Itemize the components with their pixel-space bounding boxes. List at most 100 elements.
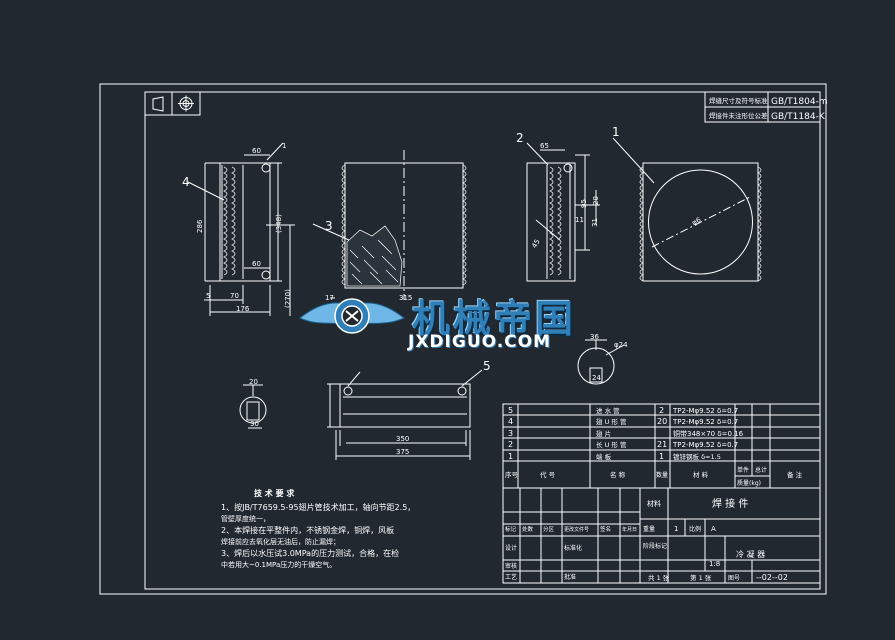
tb-stage-a: A xyxy=(711,525,716,533)
tech-req-line-2: 管壁厚度统一， xyxy=(221,514,270,523)
tech-req-line-1: 1、按JB/T7659.5-95翅片管技术加工，轴向节距2.5， xyxy=(221,502,415,512)
dim-176: 176 xyxy=(236,305,250,313)
dim-350: 350 xyxy=(396,435,409,443)
watermark: 机械帝国 JXDIGUO.COM xyxy=(300,288,600,358)
dim-17: 17 xyxy=(325,294,334,302)
standard-code-2: GB/T1184-K xyxy=(771,112,826,122)
bom-table-lines xyxy=(502,403,821,489)
tb-design: 设计 xyxy=(505,544,517,552)
tb-material-label: 材料 xyxy=(647,499,661,508)
watermark-emblem xyxy=(299,298,405,334)
bom-row-5-name: 进 水 管 xyxy=(596,406,620,415)
tech-req-line-5: 3、焊后以水压试3.0MPa的压力测试，合格，在检 xyxy=(221,548,399,558)
callout-5: 5 xyxy=(483,359,491,373)
dim-60-top: 60 xyxy=(252,147,261,155)
tb-sheet: 第 1 张 xyxy=(690,573,712,582)
bom-header-code: 代 号 xyxy=(540,470,556,479)
dim-31: 31 xyxy=(591,218,599,227)
bom-row-1-name: 端 板 xyxy=(596,452,612,461)
tb-part-name: 冷 凝 器 xyxy=(736,549,765,559)
watermark-url: JXDIGUO.COM xyxy=(408,332,552,352)
standard-label-1: 焊缝尺寸及符号标准 xyxy=(709,96,768,105)
tb-scale-label: 比例 xyxy=(689,525,701,533)
bom-row-1-no: 1 xyxy=(508,452,513,461)
bottom-plan-view xyxy=(327,369,483,460)
standard-label-2: 焊接件未注形位公差 xyxy=(709,111,768,120)
dim-65: 65 xyxy=(540,142,549,150)
tb-standard: 标准化 xyxy=(564,544,582,552)
watermark-main-text: 机械帝国 xyxy=(412,297,577,341)
dim-348: (348) xyxy=(275,214,283,233)
callout-4: 4 xyxy=(182,175,190,189)
tb-sheets: 共 1 张 xyxy=(648,573,670,582)
side-view-left xyxy=(187,142,295,316)
tb-zone: 分区 xyxy=(543,525,555,533)
outer-border xyxy=(99,83,827,595)
tb-craft: 工艺 xyxy=(505,573,517,581)
bom-row-2-qty: 21 xyxy=(657,440,667,449)
tb-stage: 阶段标记 xyxy=(643,542,667,550)
tb-qty-num: 1 xyxy=(674,525,678,533)
dim-95: 95 xyxy=(580,199,588,208)
end-view xyxy=(612,137,759,282)
dim-36: 36 xyxy=(590,333,599,341)
dim-70: 70 xyxy=(230,292,239,300)
front-view-fins xyxy=(341,164,467,287)
dim-286: 286 xyxy=(196,219,204,233)
dim-45: 45 xyxy=(530,238,541,250)
tb-date: 年月日 xyxy=(622,526,637,533)
callout-3: 3 xyxy=(325,219,333,233)
bom-row-3-no: 3 xyxy=(508,429,513,438)
bom-header-remark: 备 注 xyxy=(787,470,803,479)
detail-circle xyxy=(577,339,625,385)
projection-symbol xyxy=(144,91,201,116)
title-block-lines xyxy=(502,487,821,584)
bom-header-qty: 数量 xyxy=(656,471,668,479)
tb-revs: 处数 xyxy=(522,525,534,533)
tb-drawing-no: --02--02 xyxy=(756,573,788,582)
callout-2: 2 xyxy=(516,131,524,145)
dim-375: 375 xyxy=(396,448,409,456)
standards-box xyxy=(704,91,821,123)
dim-phi6: φ6 xyxy=(691,216,703,227)
dim-phi24: φ24 xyxy=(614,341,628,349)
tb-material: 焊 接 件 xyxy=(712,497,748,510)
dim-270: (270) xyxy=(284,289,292,308)
bom-row-4-no: 4 xyxy=(508,417,513,426)
dim-11: 11 xyxy=(575,216,584,224)
bom-row-5-qty: 2 xyxy=(659,406,664,415)
bom-header-no: 序号 xyxy=(505,470,519,479)
bom-header-mass: 质量(kg) xyxy=(737,479,761,487)
dim-20a: 20 xyxy=(592,196,600,205)
bom-row-1-qty: 1 xyxy=(659,452,664,461)
bom-row-2-no: 2 xyxy=(508,440,513,449)
tb-approve: 批准 xyxy=(564,573,576,581)
tb-sign: 签名 xyxy=(600,525,611,533)
bom-header-name: 名 称 xyxy=(610,470,626,479)
bom-row-1-material: 镀锌钢板 δ=1.5 xyxy=(673,452,721,461)
tb-doc: 更改文件号 xyxy=(564,526,589,533)
bom-row-4-material: TP2-Mφ9.52 δ=0.7 xyxy=(672,418,738,426)
bom-row-4-qty: 20 xyxy=(657,417,667,426)
bom-row-2-material: TP2-Mφ9.52 δ=0.7 xyxy=(672,441,738,449)
tb-drawing-no-label: 图号 xyxy=(728,575,740,582)
standard-code-1: GB/T1804-m xyxy=(771,97,828,107)
tech-req-line-3: 2、本焊接在平整件内，不锈钢金焊，铜焊，风板 xyxy=(221,525,394,535)
side-view-right xyxy=(526,142,600,282)
dim-30: 30 xyxy=(250,420,259,428)
side-view-left-fins xyxy=(223,166,236,276)
callout-1-small: 1 xyxy=(282,142,286,150)
tech-req-line-4: 焊接前应去氧化层无油后，防止漏焊； xyxy=(221,537,340,546)
bom-row-3-material: 铜带348×70 δ=0.16 xyxy=(673,429,744,438)
bom-header-single: 单件 xyxy=(737,466,749,474)
bom-header-material: 材 料 xyxy=(693,470,709,479)
dim-5: 5 xyxy=(206,292,210,300)
dim-315: 315 xyxy=(399,294,412,302)
tb-scale: 1:8 xyxy=(709,560,720,568)
bom-row-2-name: 长 U 形 管 xyxy=(596,440,627,449)
end-view-fins xyxy=(639,166,762,282)
side-view-right-fins xyxy=(549,166,562,276)
tb-mark: 标记 xyxy=(505,525,517,533)
bom-header-total: 总计 xyxy=(755,466,767,474)
